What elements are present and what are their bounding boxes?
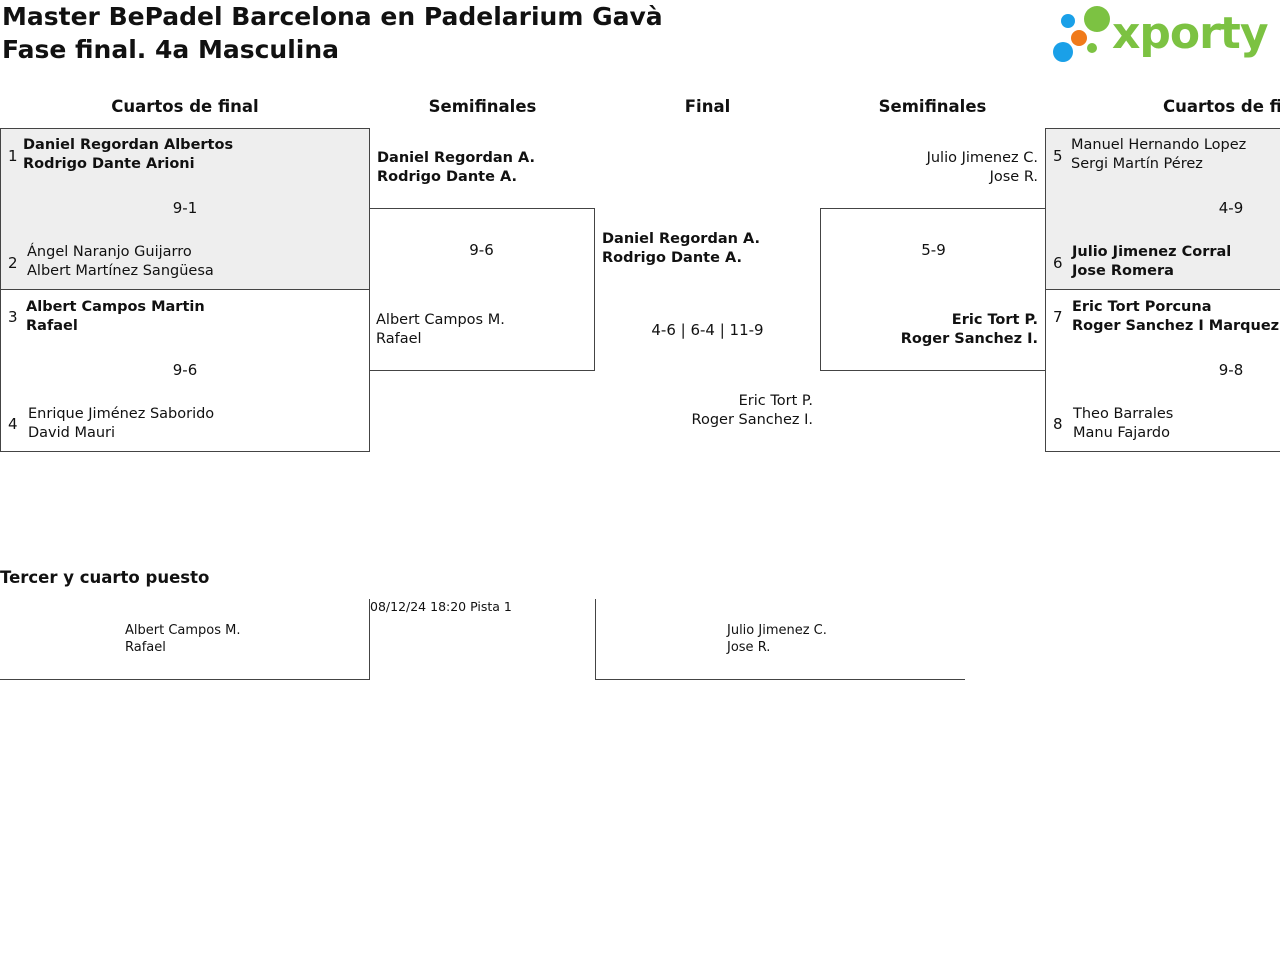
team-seed-3[interactable]: Albert Campos Martin Rafael [26,298,205,336]
match-qf-2[interactable]: 3 Albert Campos Martin Rafael 9-6 4 Enri… [0,289,370,452]
third-place-right-line [595,679,965,680]
player-name: Daniel Regordan A. [377,150,535,166]
logo-dots-icon [1053,6,1110,62]
round-header-final: Final [684,97,731,116]
player-name: Rodrigo Dante A. [377,169,517,185]
seed-number: 6 [1053,254,1063,272]
player-name: Manu Fajardo [1073,425,1170,441]
third-place-right-bracket [595,599,596,680]
final-top-team[interactable]: Daniel Regordan A. Rodrigo Dante A. [602,230,760,268]
sf-right-bottom-team[interactable]: Eric Tort P. Roger Sanchez I. [821,311,1038,349]
player-name: Enrique Jiménez Saborido [28,406,215,422]
match-score: 9-8 [1218,361,1244,379]
seed-number: 5 [1053,147,1063,165]
sf-left-top-team[interactable]: Daniel Regordan A. Rodrigo Dante A. [377,149,535,187]
player-name: Julio Jimenez C. [727,623,827,638]
player-name: Roger Sanchez I. [900,331,1038,347]
match-score: 9-6 [469,241,494,259]
page-subtitle: Fase final. 4a Masculina [2,35,340,64]
player-name: Ángel Naranjo Guijarro [27,244,192,260]
player-name: Daniel Regordan A. [602,231,760,247]
third-place-title: Tercer y cuarto puesto [0,568,210,587]
player-name: Albert Martínez Sangüesa [27,263,214,279]
match-qf-4[interactable]: 7 Eric Tort Porcuna Roger Sanchez I Marq… [1045,289,1280,452]
third-place-schedule: 08/12/24 18:20 Pista 1 [370,599,512,614]
match-sf-right[interactable]: 5-9 Eric Tort P. Roger Sanchez I. [820,208,1046,371]
final-bottom-team[interactable]: Eric Tort P. Roger Sanchez I. [595,392,813,430]
match-score: 5-9 [921,241,946,259]
player-name: Roger Sanchez I Marquez [1072,318,1280,334]
match-qf-1[interactable]: 1 Daniel Regordan Albertos Rodrigo Dante… [0,128,370,290]
seed-number: 3 [8,308,18,326]
match-score: 9-6 [172,361,198,379]
player-name: Rodrigo Dante Arioni [23,156,195,172]
team-seed-1[interactable]: Daniel Regordan Albertos Rodrigo Dante A… [23,136,233,174]
third-place-left-line [0,679,370,680]
player-name: Albert Campos Martin [26,299,205,315]
player-name: Eric Tort P. [738,393,813,409]
player-name: Rafael [376,331,422,347]
third-place-right-team[interactable]: Julio Jimenez C. Jose R. [727,622,827,656]
seed-number: 4 [8,415,18,433]
player-name: Eric Tort P. [951,312,1038,328]
player-name: Rafael [26,318,78,334]
match-sf-left[interactable]: 9-6 Albert Campos M. Rafael [369,208,595,371]
page-title: Master BePadel Barcelona en Padelarium G… [2,2,663,31]
team-seed-5[interactable]: Manuel Hernando Lopez Sergi Martín Pérez [1071,136,1246,174]
player-name: Eric Tort Porcuna [1072,299,1212,315]
player-name: Roger Sanchez I. [691,412,813,428]
team-seed-2[interactable]: Ángel Naranjo Guijarro Albert Martínez S… [27,243,214,281]
team-seed-6[interactable]: Julio Jimenez Corral Jose Romera [1072,243,1231,281]
round-header-right-quarterfinals: Cuartos de final [1163,97,1280,116]
sf-left-bottom-team[interactable]: Albert Campos M. Rafael [376,311,505,349]
team-seed-7[interactable]: Eric Tort Porcuna Roger Sanchez I Marque… [1072,298,1279,336]
seed-number: 7 [1053,308,1063,326]
match-score: 4-9 [1218,199,1244,217]
player-name: Manuel Hernando Lopez [1071,137,1247,153]
player-name: Rafael [125,640,166,655]
player-name: David Mauri [28,425,116,441]
player-name: Jose Romera [1072,263,1174,279]
xporty-logo[interactable]: xporty [1050,2,1278,68]
player-name: Julio Jimenez C. [926,150,1038,166]
team-seed-4[interactable]: Enrique Jiménez Saborido David Mauri [28,405,214,443]
seed-number: 1 [8,147,18,165]
player-name: Rodrigo Dante A. [602,250,742,266]
player-name: Julio Jimenez Corral [1072,244,1232,260]
player-name: Jose R. [727,640,771,655]
round-header-left-quarterfinals: Cuartos de final [111,97,259,116]
round-header-left-semifinals: Semifinales [428,97,537,116]
player-name: Albert Campos M. [125,623,241,638]
seed-number: 8 [1053,415,1063,433]
player-name: Daniel Regordan Albertos [23,137,234,153]
match-score: 9-1 [172,199,198,217]
player-name: Theo Barrales [1073,406,1174,422]
player-name: Albert Campos M. [376,312,505,328]
match-qf-3[interactable]: 5 Manuel Hernando Lopez Sergi Martín Pér… [1045,128,1280,290]
round-header-right-semifinals: Semifinales [878,97,987,116]
third-place-left-team[interactable]: Albert Campos M. Rafael [125,622,241,656]
team-seed-8[interactable]: Theo Barrales Manu Fajardo [1073,405,1173,443]
sf-right-top-team[interactable]: Julio Jimenez C. Jose R. [820,149,1038,187]
player-name: Jose R. [989,169,1038,185]
final-score: 4-6 | 6-4 | 11-9 [651,321,764,339]
third-place-left-bracket [369,599,370,680]
logo-text: xporty [1112,8,1269,59]
seed-number: 2 [8,254,18,272]
player-name: Sergi Martín Pérez [1071,156,1203,172]
